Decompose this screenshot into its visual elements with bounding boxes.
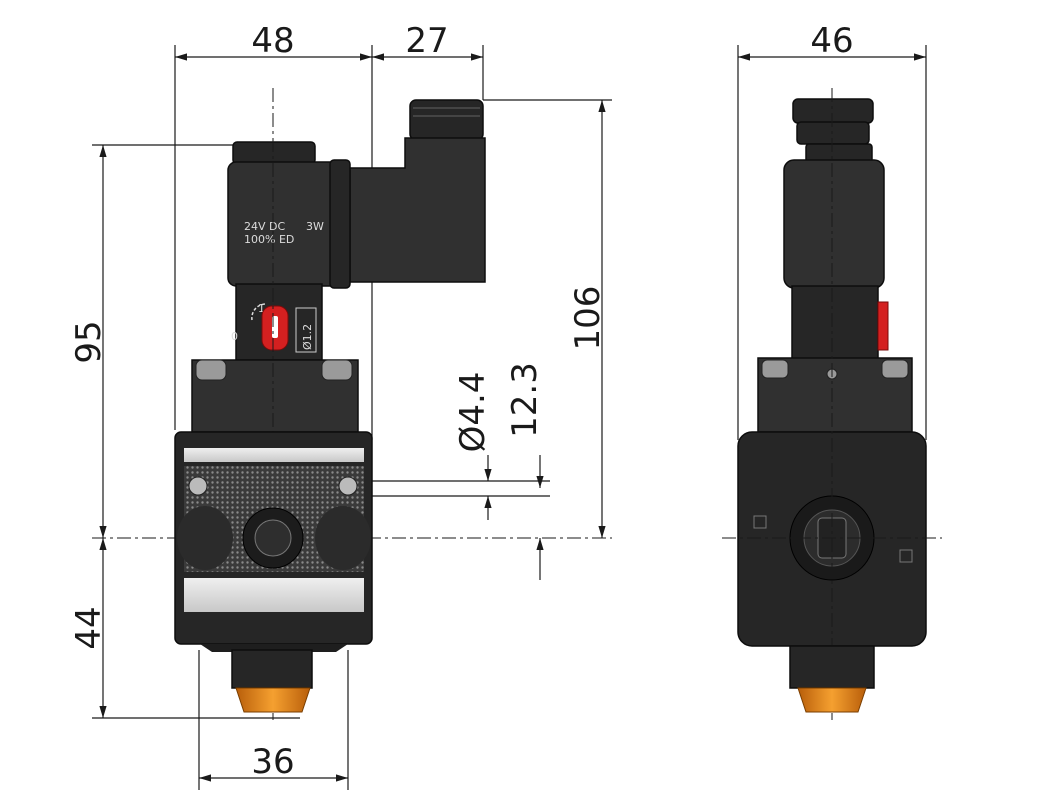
front-view: 48 27 95 106 44 36 Ø4.4 12.3	[69, 21, 612, 790]
port-inner	[254, 519, 292, 557]
side-coil	[783, 159, 885, 289]
dim-36-label: 36	[251, 742, 294, 782]
bonnet-screw-left	[195, 359, 227, 381]
body-insert-bottom	[184, 578, 364, 612]
side-override-knob[interactable]	[877, 301, 889, 351]
side-plug-ring	[796, 121, 870, 145]
side-mark-left	[753, 515, 767, 529]
override-arc	[251, 303, 267, 321]
body-insert-top	[184, 448, 364, 462]
side-mark-right	[899, 549, 913, 563]
side-stem	[791, 285, 879, 363]
mount-hole-right	[338, 476, 358, 496]
side-boss-left	[177, 506, 233, 570]
coil-voltage: 24V DC	[244, 220, 285, 233]
dim-48-label: 48	[251, 21, 294, 61]
plug-cap-ribs	[413, 107, 480, 117]
side-exhaust-stem	[789, 645, 875, 689]
dim-12-3-label: 12.3	[505, 362, 545, 438]
dim-27-label: 27	[405, 21, 448, 61]
orifice-box	[295, 307, 317, 353]
dim-46-label: 46	[810, 21, 853, 61]
coil-flange	[329, 159, 351, 289]
plug-cap	[409, 99, 484, 141]
coil-duty: 100% ED	[244, 233, 294, 246]
side-boss-right	[315, 506, 371, 570]
side-plug-cap	[792, 98, 874, 124]
coil-power: 3W	[306, 220, 324, 233]
side-silencer-plug	[797, 687, 867, 713]
override-pos-0: 0	[231, 330, 238, 343]
override-pos-1: 1	[258, 302, 265, 315]
orifice-label: Ø1.2	[301, 324, 314, 350]
side-view: 46	[722, 21, 942, 720]
plug-connector	[349, 137, 486, 283]
exhaust-stem	[231, 649, 313, 689]
dim-44-label: 44	[69, 606, 109, 649]
coil-nut	[232, 141, 316, 165]
side-screw-right	[881, 359, 909, 379]
dim-95-label: 95	[69, 320, 109, 363]
bonnet-screw-right	[321, 359, 353, 381]
side-screw-left	[761, 359, 789, 379]
mount-hole-left	[188, 476, 208, 496]
dim-106-label: 106	[568, 286, 608, 351]
dim-dia-label: Ø4.4	[453, 372, 493, 453]
silencer-plug	[235, 687, 311, 713]
perforated-panel-top	[184, 466, 364, 506]
